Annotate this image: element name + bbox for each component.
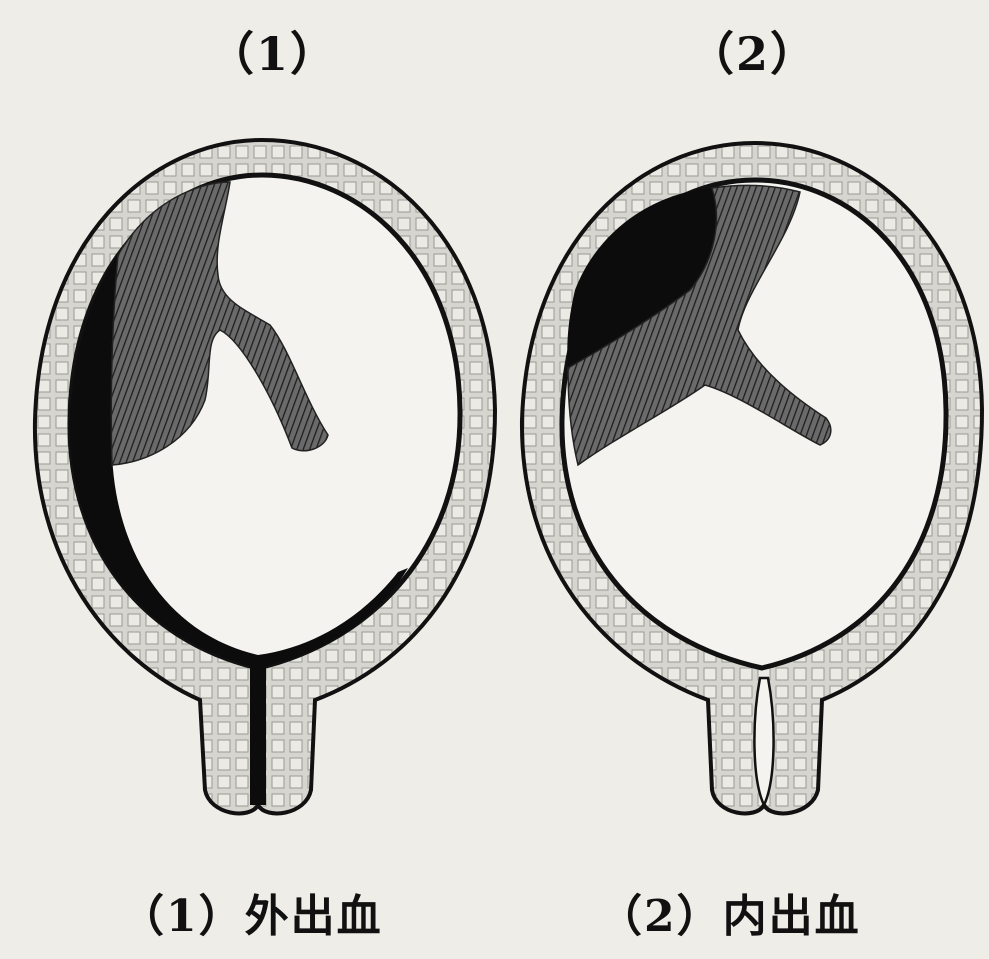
figure-1-cervical-blood bbox=[250, 660, 266, 805]
figure-1-caption: （1）外出血 bbox=[120, 880, 383, 944]
figure-2-caption: （2）内出血 bbox=[598, 880, 861, 944]
figure-2-uterus bbox=[522, 143, 982, 813]
figure-1-uterus bbox=[35, 140, 495, 813]
figure-2-cervical-canal bbox=[754, 678, 773, 805]
